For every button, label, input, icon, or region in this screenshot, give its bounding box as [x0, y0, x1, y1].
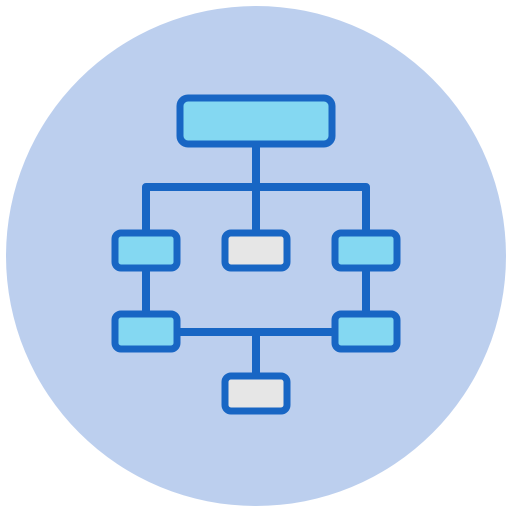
root-node [176, 94, 336, 148]
level2-left-node [111, 229, 181, 272]
level2-center-node [221, 229, 291, 272]
hierarchy-nodes [111, 94, 401, 415]
level3-left-node [111, 310, 181, 353]
connector-lines [142, 140, 370, 380]
level2-right-node [331, 229, 401, 272]
level4-bottom-node [221, 372, 291, 415]
level3-right-node [331, 310, 401, 353]
